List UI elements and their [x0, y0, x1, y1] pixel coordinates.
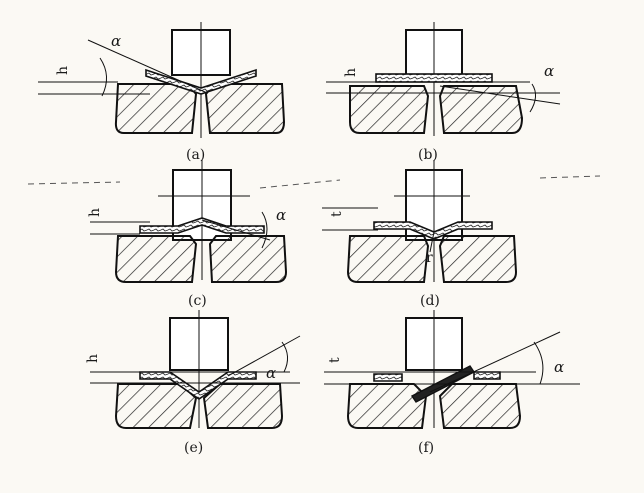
panel-b: h α (b) [326, 22, 561, 163]
alpha-symbol: α [111, 32, 121, 50]
angle-line [439, 85, 561, 105]
h-symbol: h [55, 66, 71, 75]
workpiece [375, 73, 493, 83]
angle-arc [99, 57, 107, 97]
scan-line [259, 179, 341, 189]
workpiece-flat [373, 373, 403, 382]
angle-line [429, 331, 561, 393]
alpha-symbol: α [276, 206, 286, 224]
caption-e: (e) [184, 440, 203, 456]
workpiece [373, 221, 493, 240]
angle-arc [529, 83, 536, 113]
angle-arc [281, 341, 288, 373]
angle-line [87, 39, 206, 93]
die-left [114, 235, 198, 283]
die-right [204, 83, 286, 134]
h-symbol: h [85, 354, 101, 363]
caption-f: (f) [418, 440, 434, 456]
die-left [349, 85, 430, 134]
caption-d: (d) [420, 293, 440, 309]
t-symbol: t [327, 357, 343, 363]
alpha-symbol: α [554, 358, 564, 376]
angle-arc [261, 211, 268, 249]
t-symbol: t [329, 211, 345, 217]
h-symbol: h [87, 208, 103, 217]
workpiece [139, 371, 257, 400]
angle-line [227, 335, 301, 377]
panel-e: h α (e) [85, 310, 301, 456]
die-right [202, 383, 284, 429]
angle-arc [533, 341, 544, 385]
die-left [114, 383, 198, 429]
die-left [346, 383, 428, 429]
die-right [208, 235, 288, 283]
workpiece [145, 68, 257, 95]
caption-b: (b) [418, 147, 438, 163]
scan-line [539, 175, 601, 179]
alpha-symbol: α [266, 364, 276, 382]
die-right [438, 235, 518, 283]
r-symbol: r [426, 250, 433, 266]
die-right [438, 383, 522, 429]
panel-c: h α (c) [27, 160, 341, 309]
workpiece-flat [473, 371, 501, 380]
caption-c: (c) [188, 293, 207, 309]
angle-line [201, 219, 271, 241]
caption-a: (a) [186, 147, 205, 163]
die-right [438, 85, 524, 134]
panel-d: t r (d) [322, 160, 601, 309]
panel-a: h α (a) [38, 22, 286, 163]
scan-line [27, 181, 121, 185]
alpha-symbol: α [544, 62, 554, 80]
panel-f: t α (f) [324, 310, 580, 456]
h-symbol: h [343, 68, 359, 77]
radius-line [429, 231, 435, 253]
die-left [346, 235, 430, 283]
die-left [114, 83, 198, 134]
